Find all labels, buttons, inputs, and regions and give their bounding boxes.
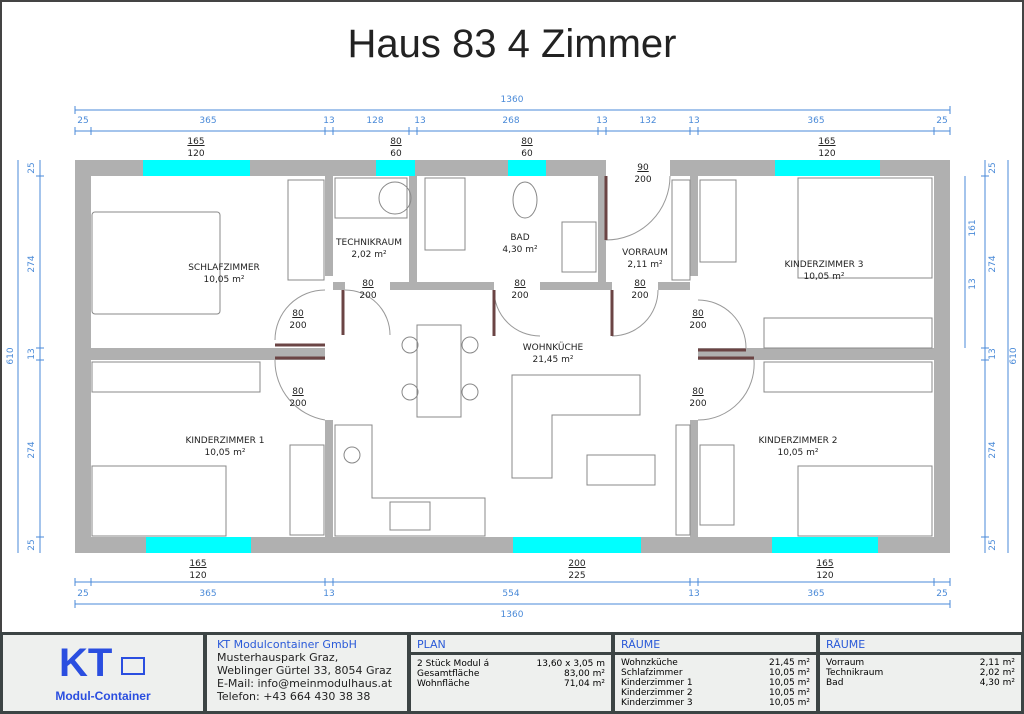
page-title: Haus 83 4 Zimmer	[347, 22, 677, 66]
email[interactable]: E-Mail: info@meinmodulhaus.at	[217, 677, 393, 690]
bottom-dimension: 25	[77, 589, 89, 599]
walls	[75, 160, 950, 553]
bottom-dimension: 365	[199, 589, 217, 599]
phone[interactable]: Telefon: +43 664 430 38 38	[217, 690, 371, 703]
left-dimension: 13	[27, 348, 37, 360]
floor-plan	[17, 106, 1009, 608]
left-dimension: 274	[27, 255, 37, 273]
top-total-dimension: 1360	[500, 95, 524, 105]
right-dimension: 274	[988, 255, 998, 273]
left-total-dimension: 610	[6, 347, 16, 365]
dimension-lines	[17, 106, 1009, 608]
address-line: Musterhauspark Graz,	[217, 651, 339, 664]
top-dimension: 365	[807, 116, 825, 126]
left-dimension: 25	[27, 539, 37, 551]
plan-heading: PLAN	[411, 635, 611, 655]
top-dimension: 365	[199, 116, 217, 126]
left-dimension: 274	[27, 441, 37, 459]
rooms-heading: RÄUME	[820, 635, 1021, 655]
right-dimension: 13	[988, 348, 998, 360]
logo-text: Modul-Container	[55, 689, 151, 703]
top-dimension: 128	[366, 116, 384, 126]
right-dimension: 25	[988, 162, 998, 174]
right-dimension: 25	[988, 539, 998, 551]
bottom-dimension: 13	[688, 589, 700, 599]
bottom-total-dimension: 1360	[500, 610, 524, 620]
furniture	[91, 177, 933, 537]
right-inner-dimension: 13	[968, 278, 978, 290]
right-inner-dimension: 161	[968, 219, 978, 237]
door-swings	[274, 175, 755, 421]
bottom-dimension: 25	[936, 589, 948, 599]
bottom-dimension: 554	[502, 589, 520, 599]
rooms-heading: RÄUME	[615, 635, 816, 655]
logo-box: KT Modul-Container	[3, 635, 203, 711]
top-dimension: 13	[596, 116, 608, 126]
top-dimension: 132	[639, 116, 657, 126]
top-dimension: 13	[688, 116, 700, 126]
bottom-dimension: 13	[323, 589, 335, 599]
bottom-dimension: 365	[807, 589, 825, 599]
top-dimension: 25	[936, 116, 948, 126]
right-dimension: 274	[988, 441, 998, 459]
top-dimension: 25	[77, 116, 89, 126]
logo-icon: KT	[59, 641, 113, 685]
title-block: KT Modul-Container KT Modulcontainer Gmb…	[0, 632, 1024, 714]
door-leaves	[275, 176, 754, 360]
top-dimension: 268	[502, 116, 520, 126]
left-dimension: 25	[27, 162, 37, 174]
top-dimension: 13	[414, 116, 426, 126]
company-box: KT Modulcontainer GmbH Musterhauspark Gr…	[207, 635, 407, 711]
address-line: Weblinger Gürtel 33, 8054 Graz	[217, 664, 392, 677]
windows	[143, 160, 880, 553]
right-total-dimension: 610	[1009, 347, 1019, 365]
container-icon	[121, 657, 145, 675]
company-name: KT Modulcontainer GmbH	[217, 638, 357, 651]
top-dimension: 13	[323, 116, 335, 126]
